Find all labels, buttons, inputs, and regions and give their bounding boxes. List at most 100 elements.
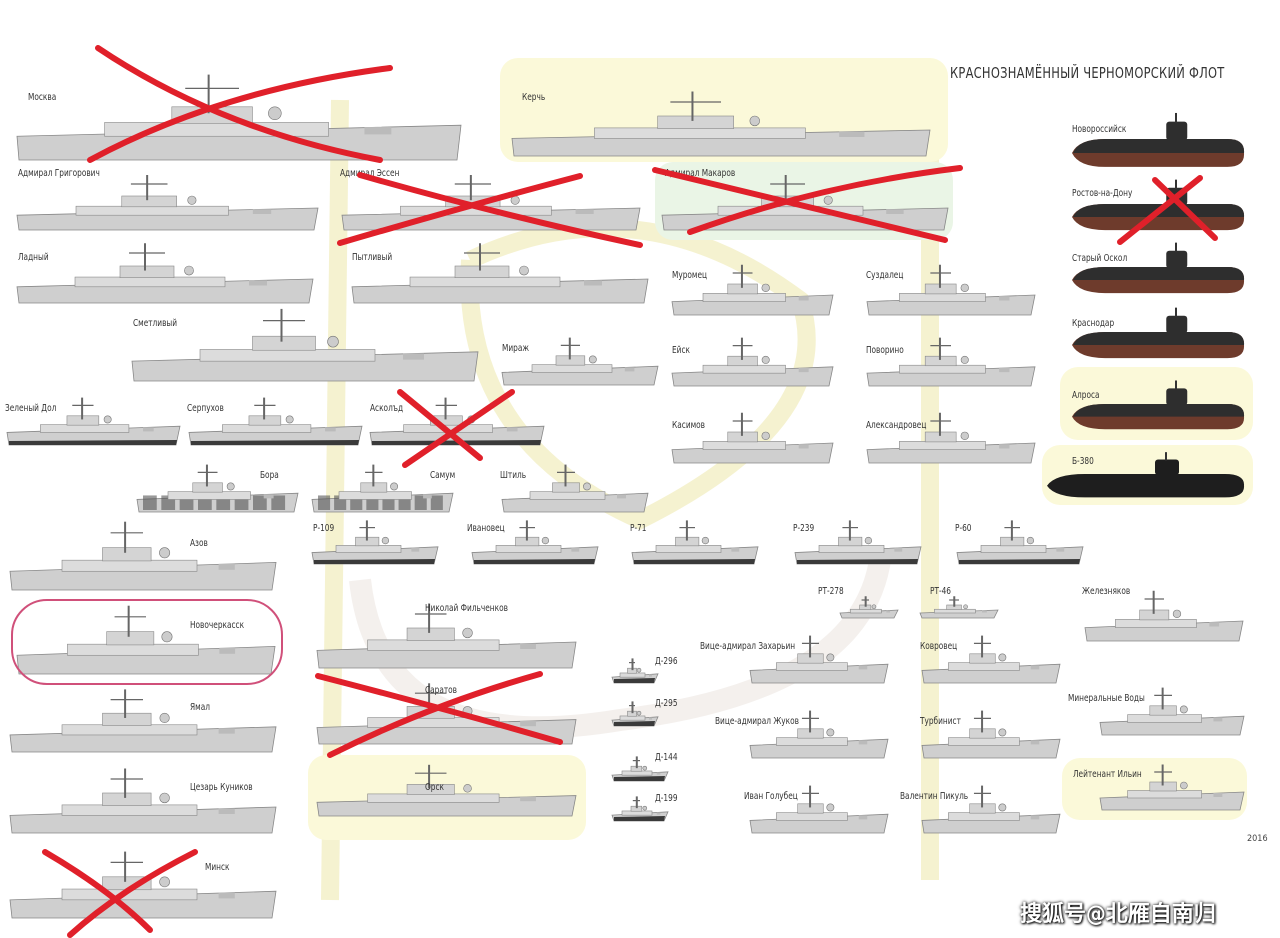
ship-icon <box>839 596 899 619</box>
ship-name-label: Цезарь Куников <box>190 782 253 793</box>
ship-icon <box>471 520 599 565</box>
ship-icon <box>188 397 363 446</box>
ship-icon <box>9 689 277 753</box>
ship-icon <box>136 464 299 513</box>
ship-icon <box>6 397 181 446</box>
ship-icon <box>749 635 889 684</box>
ship-name-label: Вице-адмирал Жуков <box>715 716 799 727</box>
ship-icon <box>631 520 759 565</box>
ship-name-label: Бора <box>260 470 279 481</box>
ship-name-label: Алроса <box>1072 390 1100 401</box>
ship-name-label: РТ-46 <box>930 586 952 597</box>
ship-name-label: Александровец <box>866 420 927 431</box>
ship-icon <box>131 308 479 382</box>
watermark-text: 搜狐号@北雁自南归 <box>1020 902 1216 927</box>
ship-icon <box>316 603 577 669</box>
ship-name-label: Муромец <box>672 270 708 281</box>
ship-name-label: Минеральные Воды <box>1068 693 1145 704</box>
ship-icon <box>9 768 277 834</box>
ship-icon <box>749 710 889 759</box>
ship-name-label: Николай Фильченков <box>425 603 508 614</box>
ship-name-label: Новороссийск <box>1072 124 1127 135</box>
ship-name-label: Краснодар <box>1072 318 1115 329</box>
ship-name-label: Керчь <box>522 92 546 103</box>
ship-icon <box>16 243 314 304</box>
ship-icon <box>611 701 659 727</box>
ship-name-label: Сметливый <box>133 318 178 329</box>
ship-icon <box>611 658 659 684</box>
ship-name-label: Д-144 <box>655 752 678 763</box>
ship-icon <box>501 464 649 513</box>
ship-name-label: Иван Голубец <box>744 791 798 802</box>
ship-icon <box>9 521 277 591</box>
submarine-icon <box>1072 307 1245 359</box>
ship-name-label: Р-71 <box>630 523 647 534</box>
ship-name-label: Штиль <box>500 470 527 481</box>
ship-name-label: Ростов-на-Дону <box>1072 188 1133 199</box>
ship-name-label: Б-380 <box>1072 456 1094 467</box>
ship-name-label: Саратов <box>425 685 458 696</box>
ship-icon <box>866 337 1036 387</box>
ship-name-label: Ямал <box>190 702 210 713</box>
ship-icon <box>866 412 1036 464</box>
ship-name-label: Д-295 <box>655 698 678 709</box>
ship-icon <box>316 764 577 817</box>
ship-name-label: Ладный <box>18 252 49 263</box>
ship-icon <box>919 596 999 619</box>
submarine-icon <box>1072 112 1245 167</box>
ship-name-label: Поворино <box>866 345 904 356</box>
submarine-icon <box>1047 452 1245 498</box>
ship-icon <box>341 175 641 231</box>
ship-icon <box>866 264 1036 316</box>
ship-icon <box>956 520 1084 565</box>
ship-icon <box>311 520 439 565</box>
ship-name-label: Серпухов <box>187 403 224 414</box>
ship-name-label: Адмирал Эссен <box>340 168 400 179</box>
ship-icon <box>1099 687 1245 736</box>
ship-name-label: Железняков <box>1082 586 1131 597</box>
ship-name-label: Зеленый Дол <box>5 403 57 414</box>
ship-name-label: Р-60 <box>955 523 972 534</box>
ship-name-label: Д-296 <box>655 656 678 667</box>
ship-name-label: Р-109 <box>313 523 335 534</box>
ship-name-label: Новочеркасск <box>190 620 245 631</box>
ship-icon <box>671 412 834 464</box>
ship-icon <box>794 520 922 565</box>
ship-name-label: Старый Оскол <box>1072 253 1128 264</box>
ship-name-label: Асколъд <box>370 403 404 414</box>
ship-name-label: РТ-278 <box>818 586 844 597</box>
ship-name-label: Самум <box>430 470 456 481</box>
ship-icon <box>1084 590 1244 642</box>
ship-name-label: Касимов <box>672 420 706 431</box>
ship-name-label: Минск <box>205 862 230 873</box>
ship-icon <box>9 851 277 919</box>
ship-name-label: Д-199 <box>655 793 678 804</box>
ship-name-label: Мираж <box>502 343 530 354</box>
ship-icon <box>671 337 834 387</box>
ship-icon <box>1099 764 1245 811</box>
ship-name-label: Р-239 <box>793 523 815 534</box>
submarine-icon <box>1072 242 1245 294</box>
ship-icon <box>511 91 931 157</box>
ship-icon <box>921 710 1061 759</box>
ship-name-label: Ковровец <box>920 641 958 652</box>
ship-name-label: Валентин Пикуль <box>900 791 969 802</box>
ship-name-label: Адмирал Макаров <box>665 168 736 179</box>
ship-name-label: Азов <box>190 538 208 549</box>
page-title: КРАСНОЗНАМЁННЫЙ ЧЕРНОМОРСКИЙ ФЛОТ <box>950 64 1225 82</box>
ship-name-label: Вице-адмирал Захарьин <box>700 641 796 652</box>
year-label: 2016 <box>1247 834 1268 844</box>
ship-name-label: Адмирал Григорович <box>18 168 100 179</box>
ship-name-label: Ивановец <box>467 523 505 534</box>
submarine-icon <box>1072 179 1245 231</box>
ship-icon <box>501 337 659 386</box>
ship-name-label: Пытливый <box>352 252 393 263</box>
ship-name-label: Москва <box>28 92 57 103</box>
ship-icon <box>16 605 276 675</box>
ship-name-label: Орск <box>425 782 445 793</box>
ship-icon <box>921 785 1061 834</box>
ship-name-label: Лейтенант Ильин <box>1073 769 1142 780</box>
ship-name-label: Ейск <box>672 345 690 356</box>
ship-name-label: Турбинист <box>920 716 961 727</box>
ship-icon <box>16 175 319 231</box>
